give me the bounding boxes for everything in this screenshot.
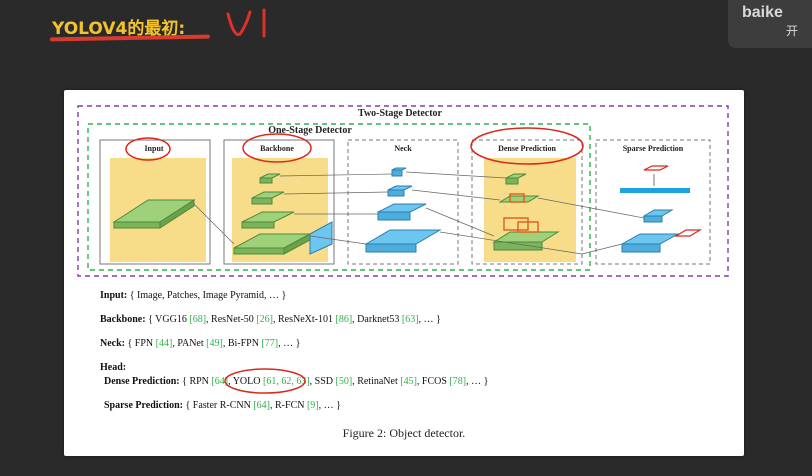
- sparse-low-slab: [620, 233, 680, 245]
- input-box: [99, 139, 211, 265]
- sparse-label: Sparse Prediction: [623, 144, 684, 153]
- head-label: Head:: [100, 362, 127, 373]
- sparse-bar: [620, 188, 690, 193]
- slide-content: Two-Stage Detector One-Stage Detector In…: [64, 90, 744, 456]
- neck-line: Neck: { FPN [44], PANet [49], Bi-FPN [77…: [100, 338, 301, 349]
- backbone-blue-slab: [309, 221, 333, 255]
- sparse-box: [595, 139, 711, 265]
- backbone-label: Backbone: [260, 144, 294, 153]
- backbone-circle-annotation: [242, 133, 312, 163]
- neck-slab-2: [377, 203, 427, 213]
- handwritten-v1: [226, 8, 266, 38]
- dense-circle-annotation: [470, 127, 584, 165]
- backbone-box: [223, 139, 335, 265]
- neck-slab-1: [364, 229, 442, 245]
- logo-text: baike: [742, 4, 783, 21]
- input-circle-annotation: [125, 137, 171, 161]
- slide-title: YOLOV4的最初:: [52, 19, 186, 39]
- object-detector-diagram: Two-Stage Detector One-Stage Detector In…: [77, 105, 729, 277]
- dense-label: Dense Prediction: [498, 144, 556, 153]
- sparse-prediction-line: Sparse Prediction: { Faster R-CNN [64], …: [104, 400, 341, 411]
- dense-red-box-1: [503, 217, 529, 231]
- sparse-right-rect: [673, 229, 703, 237]
- dense-prediction-line: Dense Prediction: { RPN [64], YOLO [61, …: [104, 376, 489, 387]
- two-stage-label: Two-Stage Detector: [358, 108, 443, 119]
- input-line: Input: { Image, Patches, Image Pyramid, …: [100, 290, 287, 301]
- two-stage-region: [77, 105, 729, 277]
- neck-box: [347, 139, 459, 265]
- neck-slab-3: [387, 185, 413, 191]
- sparse-mid-slab: [642, 209, 674, 217]
- logo-sub: 开: [786, 24, 799, 38]
- watermark-logo: baike 开: [728, 0, 812, 48]
- figure-caption: Figure 2: Object detector.: [342, 426, 466, 440]
- dense-box: [471, 139, 583, 265]
- sparse-top-rect: [643, 165, 669, 171]
- yolo-circle-annotation: [224, 368, 306, 394]
- backbone-line: Backbone: { VGG16 [68], ResNet-50 [26], …: [100, 314, 441, 325]
- one-stage-label: One-Stage Detector: [268, 125, 352, 136]
- neck-label: Neck: [394, 144, 412, 153]
- input-label: Input: [144, 144, 163, 153]
